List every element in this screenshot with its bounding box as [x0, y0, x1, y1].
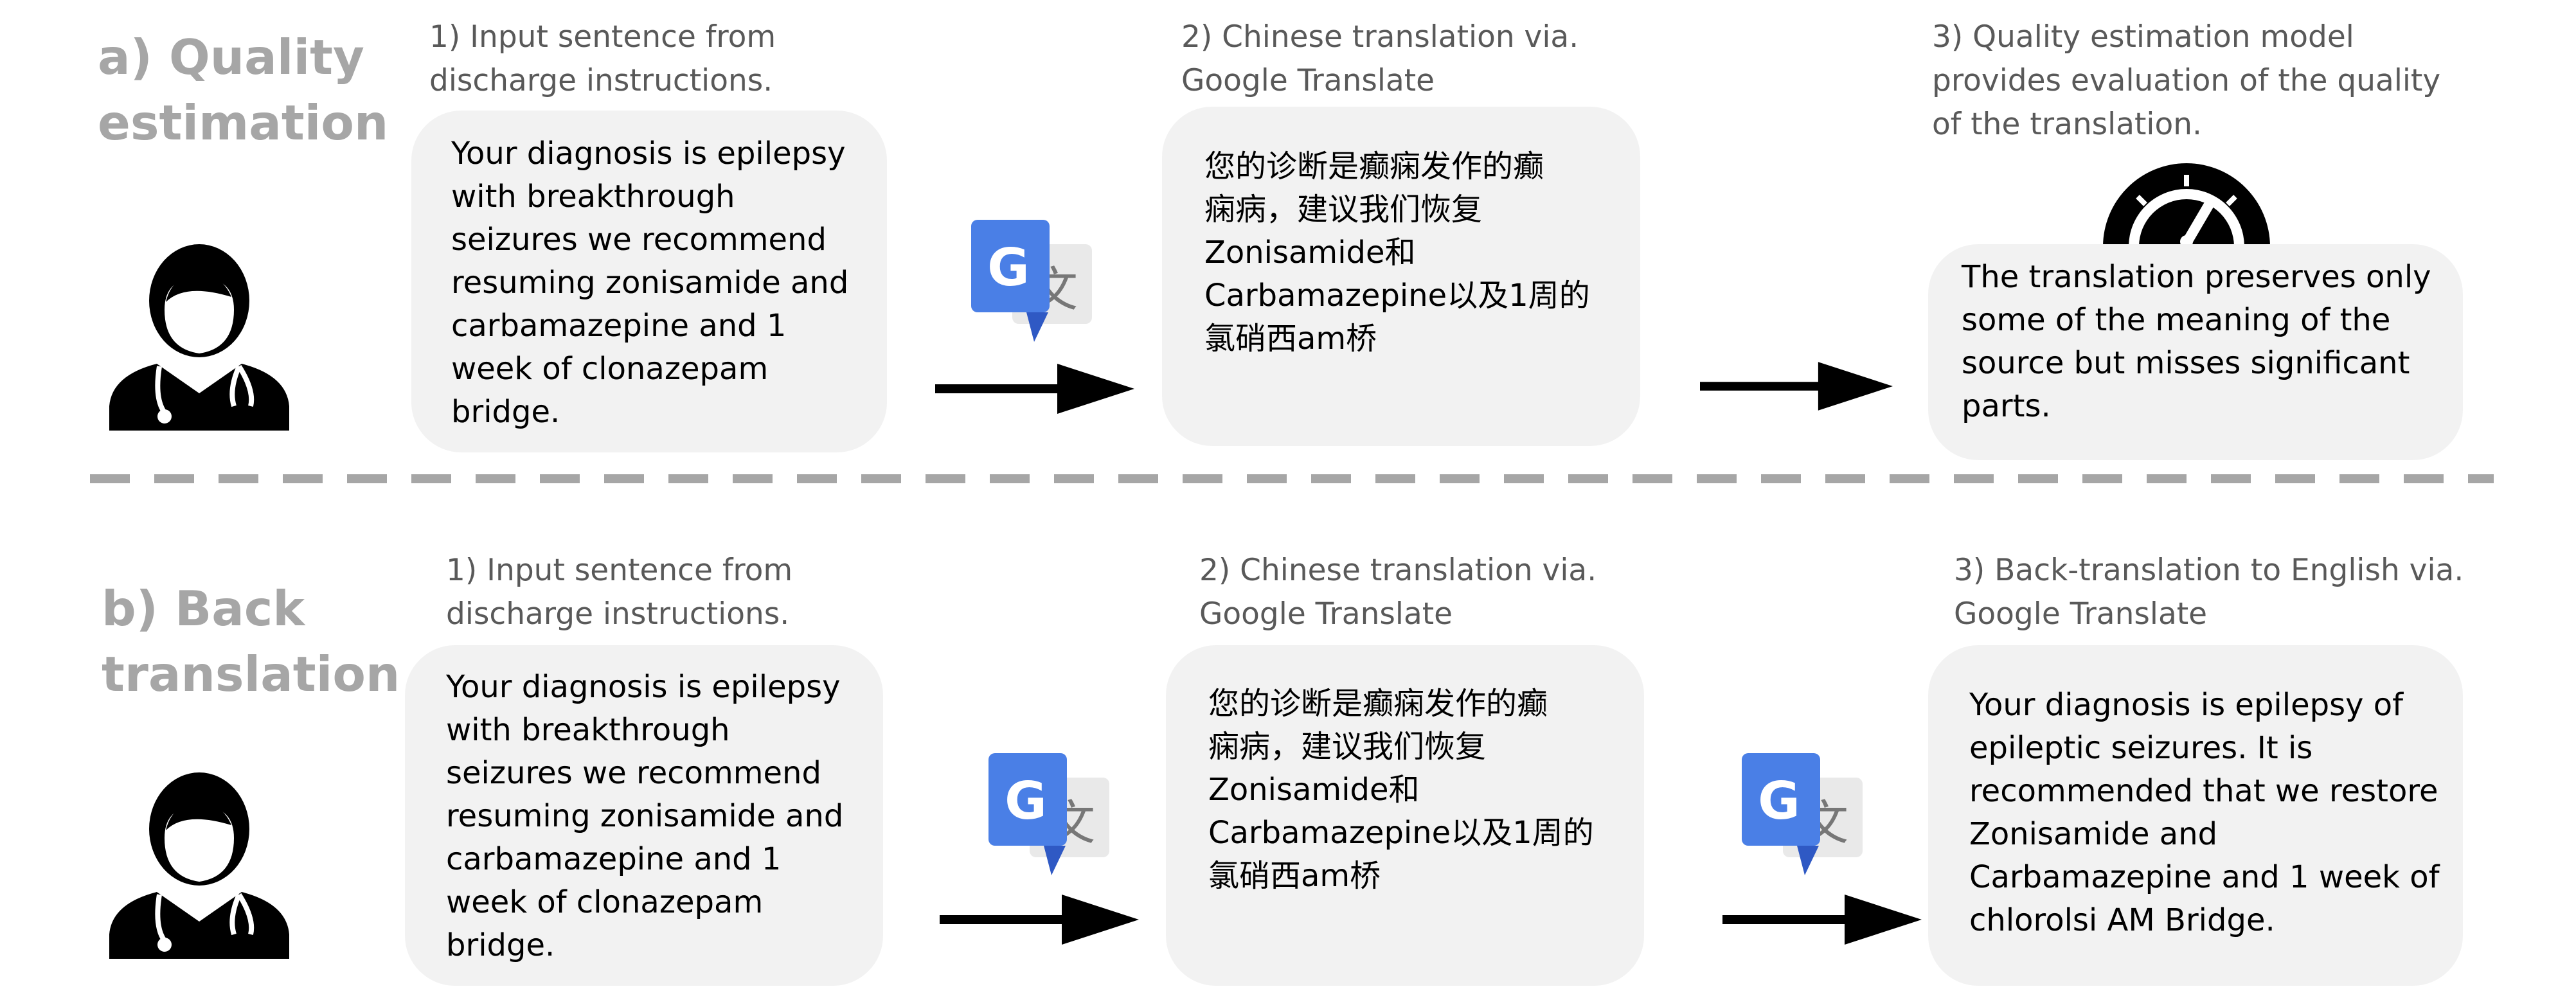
- text-line: Carbamazepine以及1周的: [1204, 278, 1590, 314]
- step3-label-line-3: of the translation.: [1932, 107, 2202, 142]
- text-line: source but misses significant: [1962, 345, 2410, 381]
- step3-label-line-1: 3) Quality estimation model: [1932, 19, 2354, 55]
- text-line: 您的诊断是癫痫发作的癫: [1204, 148, 1544, 184]
- text-line: 您的诊断是癫痫发作的癫: [1208, 686, 1548, 722]
- panel-b-chinese-text: 您的诊断是癫痫发作的癫 痫病，建议我们恢复 Zonisamide和 Carbam…: [1208, 682, 1644, 898]
- text-line: some of the meaning of the: [1962, 302, 2391, 338]
- panel-b-title-line-1: b) Back: [102, 580, 305, 637]
- step3-label-line-2: Google Translate: [1954, 596, 2208, 632]
- panel-b-title: b) Back translation: [102, 576, 400, 707]
- text-line: chlorolsi AM Bridge.: [1969, 902, 2275, 938]
- step1-label-line-1: 1) Input sentence from: [446, 553, 793, 588]
- doctor-icon: [103, 238, 296, 431]
- panel-b-source-bubble: Your diagnosis is epilepsy with breakthr…: [405, 645, 883, 986]
- text-line: recommended that we restore: [1969, 773, 2438, 809]
- text-line: 氯硝西am桥: [1208, 858, 1381, 894]
- panel-a-title: a) Quality estimation: [98, 24, 388, 156]
- text-line: bridge.: [446, 927, 555, 963]
- text-line: Zonisamide和: [1208, 772, 1420, 808]
- text-line: The translation preserves only: [1962, 259, 2431, 295]
- panel-a-step2-label: 2) Chinese translation via. Google Trans…: [1181, 15, 1579, 103]
- panel-a-title-line-1: a) Quality: [98, 29, 364, 85]
- panel-a-quality-bubble: The translation preserves only some of t…: [1928, 244, 2463, 460]
- text-line: 氯硝西am桥: [1204, 321, 1377, 357]
- text-line: carbamazepine and 1: [451, 308, 787, 344]
- text-line: seizures we recommend: [446, 755, 821, 791]
- text-line: Your diagnosis is epilepsy of: [1969, 687, 2404, 723]
- text-line: 痫病，建议我们恢复: [1208, 729, 1487, 765]
- text-line: Zonisamide和: [1204, 235, 1416, 271]
- doctor-icon: [103, 766, 296, 959]
- svg-text:G: G: [1758, 771, 1800, 831]
- panel-b-chinese-bubble: 您的诊断是癫痫发作的癫 痫病，建议我们恢复 Zonisamide和 Carbam…: [1166, 645, 1644, 986]
- step2-label-line-2: Google Translate: [1199, 596, 1453, 632]
- panel-b-source-text: Your diagnosis is epilepsy with breakthr…: [446, 666, 883, 967]
- text-line: bridge.: [451, 394, 560, 430]
- panel-b-step2-label: 2) Chinese translation via. Google Trans…: [1199, 549, 1597, 636]
- text-line: Zonisamide and: [1969, 816, 2218, 852]
- panel-a-step1-label: 1) Input sentence from discharge instruc…: [429, 15, 776, 103]
- right-arrow-icon: [1722, 895, 1922, 945]
- panel-a-chinese-text: 您的诊断是癫痫发作的癫 痫病，建议我们恢复 Zonisamide和 Carbam…: [1204, 145, 1640, 361]
- text-line: Your diagnosis is epilepsy: [446, 669, 841, 705]
- panel-b-backtranslation-text: Your diagnosis is epilepsy of epileptic …: [1969, 684, 2463, 942]
- svg-text:G: G: [987, 238, 1030, 298]
- text-line: week of clonazepam: [451, 351, 769, 387]
- google-translate-icon: 文 G: [985, 749, 1113, 878]
- step1-label-line-1: 1) Input sentence from: [429, 19, 776, 55]
- text-line: 痫病，建议我们恢复: [1204, 192, 1483, 227]
- text-line: with breakthrough: [446, 712, 730, 748]
- step1-label-line-2: discharge instructions.: [446, 596, 790, 632]
- panel-a-source-bubble: Your diagnosis is epilepsy with breakthr…: [411, 111, 887, 452]
- right-arrow-icon: [935, 364, 1134, 414]
- speedometer-icon: [2100, 161, 2273, 247]
- step2-label-line-2: Google Translate: [1181, 63, 1435, 98]
- text-line: week of clonazepam: [446, 884, 764, 920]
- text-line: Carbamazepine and 1 week of: [1969, 859, 2440, 895]
- text-line: Carbamazepine以及1周的: [1208, 815, 1594, 851]
- section-divider: [90, 474, 2494, 483]
- panel-a-source-text: Your diagnosis is epilepsy with breakthr…: [451, 132, 887, 434]
- step3-label-line-1: 3) Back-translation to English via.: [1954, 553, 2464, 588]
- step1-label-line-2: discharge instructions.: [429, 63, 773, 98]
- text-line: resuming zonisamide and: [446, 798, 844, 834]
- panel-a-step3-label: 3) Quality estimation model provides eva…: [1932, 15, 2440, 147]
- right-arrow-icon: [940, 895, 1139, 945]
- panel-a-title-line-2: estimation: [98, 94, 389, 151]
- text-line: resuming zonisamide and: [451, 265, 849, 301]
- text-line: with breakthrough: [451, 179, 735, 215]
- panel-a-chinese-bubble: 您的诊断是癫痫发作的癫 痫病，建议我们恢复 Zonisamide和 Carbam…: [1162, 107, 1640, 446]
- panel-a-quality-text: The translation preserves only some of t…: [1962, 256, 2463, 428]
- text-line: seizures we recommend: [451, 222, 827, 258]
- text-line: Your diagnosis is epilepsy: [451, 136, 846, 172]
- text-line: carbamazepine and 1: [446, 841, 782, 877]
- step2-label-line-1: 2) Chinese translation via.: [1199, 553, 1597, 588]
- right-arrow-icon: [1700, 361, 1893, 411]
- google-translate-icon: 文 G: [967, 216, 1096, 344]
- step3-label-line-2: provides evaluation of the quality: [1932, 63, 2441, 98]
- panel-b-step3-label: 3) Back-translation to English via. Goog…: [1954, 549, 2464, 636]
- panel-b-step1-label: 1) Input sentence from discharge instruc…: [446, 549, 792, 636]
- step2-label-line-1: 2) Chinese translation via.: [1181, 19, 1579, 55]
- panel-b-title-line-2: translation: [102, 646, 400, 702]
- text-line: epileptic seizures. It is: [1969, 730, 2313, 766]
- text-line: parts.: [1962, 388, 2051, 424]
- svg-text:G: G: [1005, 771, 1047, 831]
- panel-b-backtranslation-bubble: Your diagnosis is epilepsy of epileptic …: [1928, 645, 2463, 986]
- google-translate-icon: 文 G: [1738, 749, 1866, 878]
